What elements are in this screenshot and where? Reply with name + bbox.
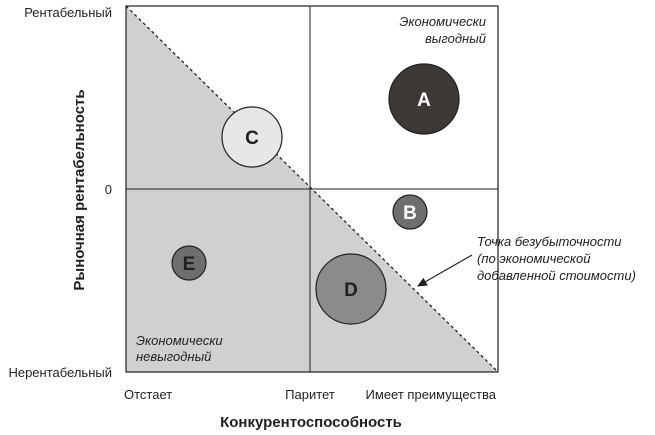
x-tick-left: Отстает: [124, 387, 172, 402]
bubble-b-circle: [392, 194, 428, 230]
bubble-e: E: [171, 245, 207, 281]
breakeven-line: [125, 5, 499, 373]
bubble-b: B: [392, 194, 428, 230]
bubble-c: C: [221, 106, 283, 168]
bubble-b-label: B: [403, 203, 417, 224]
x-tick-middle: Паритет: [285, 387, 335, 402]
y-tick-top: Рентабельный: [24, 5, 112, 20]
y-tick-zero: 0: [105, 182, 112, 197]
profitable-label-line2: выгодный: [425, 31, 486, 46]
breakeven-annotation-line3: добавленной стоимости): [477, 268, 636, 283]
breakeven-annotation-line2: (по экономической: [477, 251, 591, 266]
y-axis-title: Рыночная рентабельность: [71, 89, 88, 290]
bubble-e-label: E: [183, 254, 196, 275]
plot-frame: [125, 5, 499, 373]
bubble-a: A: [388, 63, 460, 135]
unprofitable-label-line2: невыгодный: [136, 349, 211, 364]
bubble-d-circle: [315, 253, 387, 325]
bubble-c-label: C: [245, 128, 259, 149]
bubble-d-label: D: [344, 280, 358, 301]
profitable-label-line1: Экономически: [399, 14, 486, 29]
x-tick-right: Имеет преимущества: [366, 387, 497, 402]
bubble-a-circle: [388, 63, 460, 135]
bubble-e-circle: [171, 245, 207, 281]
x-axis-title: Конкурентоспособность: [220, 414, 402, 431]
bubble-c-circle: [221, 106, 283, 168]
unprofitable-label-line1: Экономически: [136, 333, 223, 348]
breakeven-arrow: [417, 254, 473, 287]
y-tick-bottom: Нерентабельный: [8, 365, 112, 380]
bubble-a-label: A: [417, 90, 431, 111]
breakeven-annotation-line1: Точка безубыточности: [477, 234, 622, 249]
bubble-d: D: [315, 253, 387, 325]
